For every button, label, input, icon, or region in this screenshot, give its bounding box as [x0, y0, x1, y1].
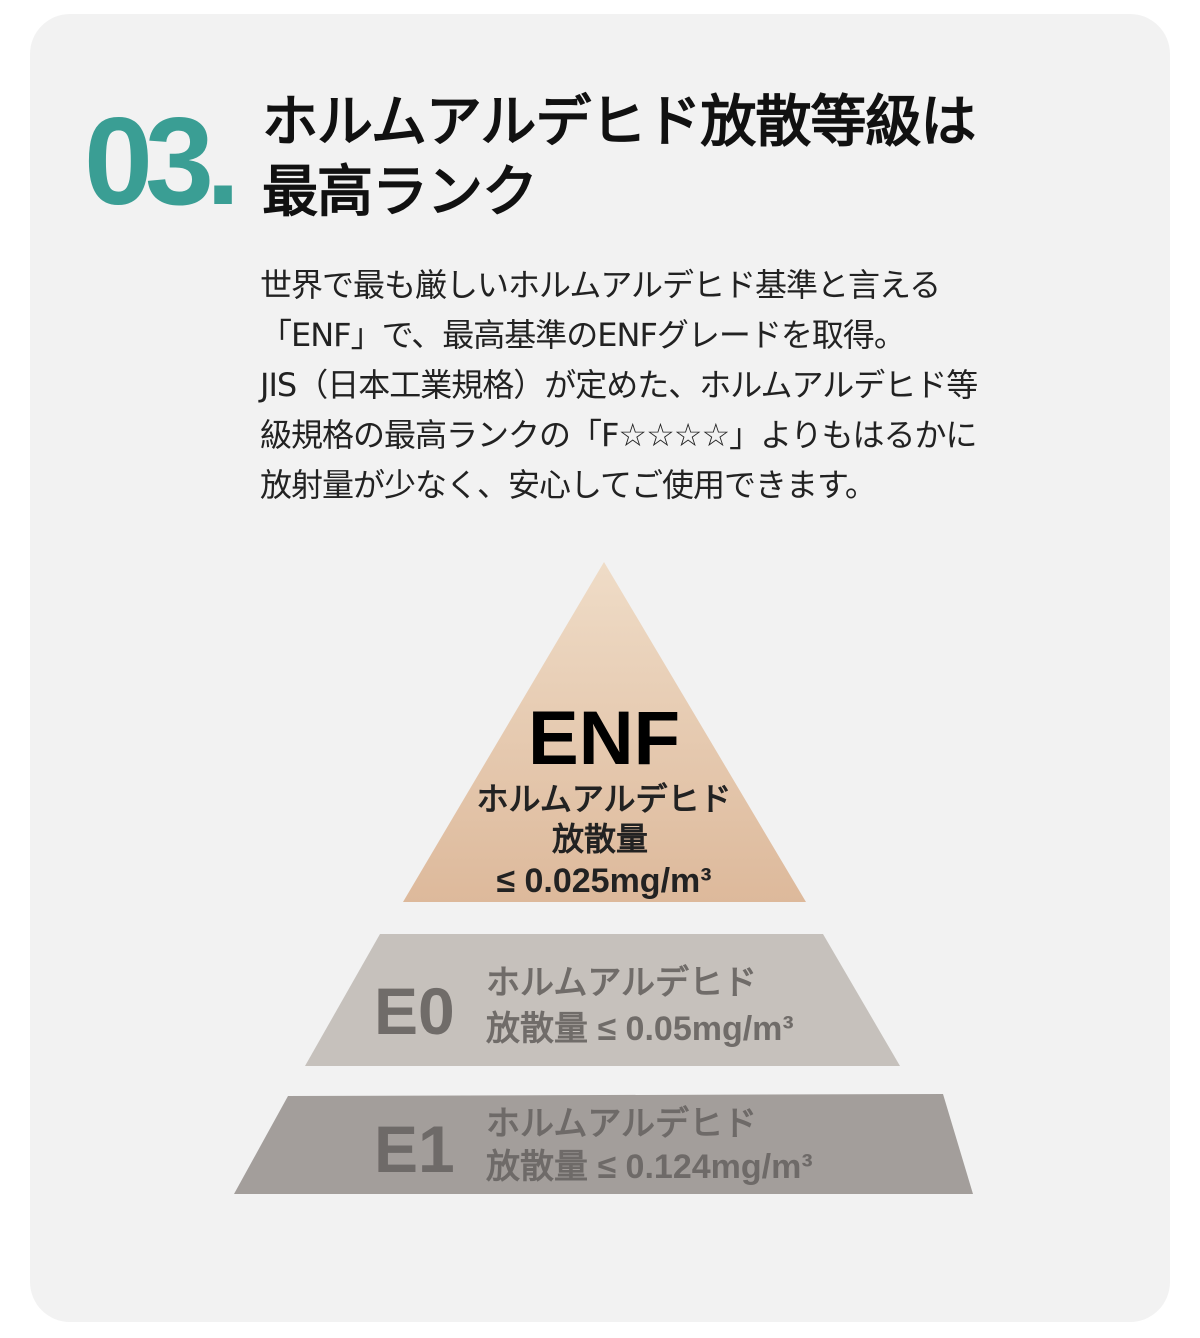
- enf-tier: [403, 562, 806, 902]
- description: 世界で最も厳しいホルムアルデヒド基準と言える 「ENF」で、最高基準のENFグレ…: [260, 260, 978, 510]
- enf-grade: ENF: [528, 696, 680, 781]
- description-line: 放射量が少なく、安心してご使用できます。: [260, 466, 877, 504]
- description-line: 「ENF」で、最高基準のENFグレードを取得。: [260, 316, 906, 354]
- e1-line2: 放散量 ≤ 0.124mg/m³: [486, 1148, 813, 1186]
- title-line: ホルムアルデヒド放散等級は: [262, 90, 976, 155]
- enf-line3: ≤ 0.025mg/m³: [496, 862, 711, 900]
- description-line: 世界で最も厳しいホルムアルデヒド基準と言える: [260, 266, 941, 304]
- e1-tier: [234, 1094, 973, 1194]
- enf-line1: ホルムアルデヒド: [476, 781, 731, 817]
- e0-line2: 放散量 ≤ 0.05mg/m³: [486, 1010, 794, 1048]
- title-line: 最高ランク: [262, 160, 538, 225]
- e0-tier: [305, 934, 900, 1066]
- description-line: JIS（日本工業規格）が定めた、ホルムアルデヒド等: [260, 366, 978, 404]
- e0-line1: ホルムアルデヒド: [486, 963, 757, 1002]
- description-line: 級規格の最高ランクの「F☆☆☆☆」よりもはるかに: [260, 416, 978, 454]
- e1-line1: ホルムアルデヒド: [486, 1104, 757, 1143]
- section-title: ホルムアルデヒド放散等級は 最高ランク: [262, 88, 976, 228]
- e1-grade: E1: [374, 1112, 455, 1186]
- section-number: 03.: [84, 93, 240, 231]
- e0-grade: E0: [374, 974, 455, 1048]
- enf-line2: 放散量: [552, 821, 648, 857]
